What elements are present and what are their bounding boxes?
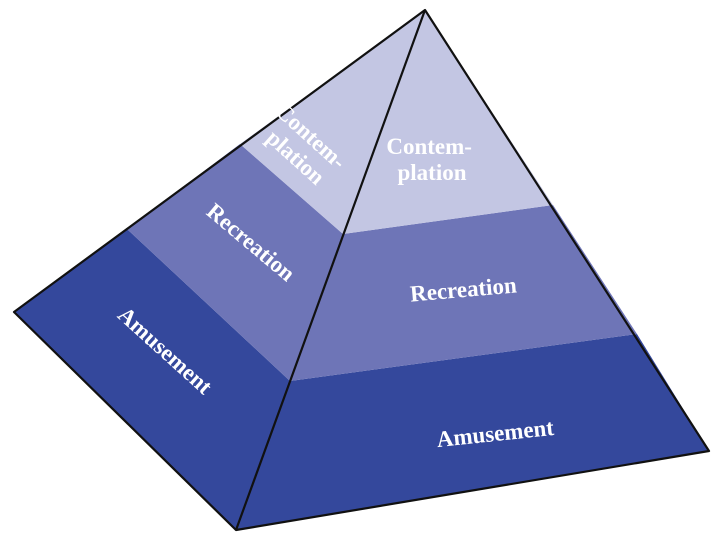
right-top-label-line-1: Contem- xyxy=(386,134,472,159)
pyramid-silhouette xyxy=(12,8,711,532)
right-top-label: Contem- plation xyxy=(386,134,477,185)
right-top-label-line-2: plation xyxy=(397,160,466,185)
right-face-middle-tier xyxy=(290,205,637,381)
left-face-middle-tier xyxy=(127,144,343,381)
right-face-top-tier xyxy=(343,10,553,234)
left-face-bottom-tier xyxy=(14,229,290,530)
front-edge-line xyxy=(234,9,427,531)
pyramid-left-face xyxy=(14,10,425,530)
right-face-bottom-tier xyxy=(236,334,709,530)
left-face-top-tier xyxy=(240,10,425,234)
pyramid-outline xyxy=(12,8,711,532)
pyramid-right-face xyxy=(236,10,709,530)
